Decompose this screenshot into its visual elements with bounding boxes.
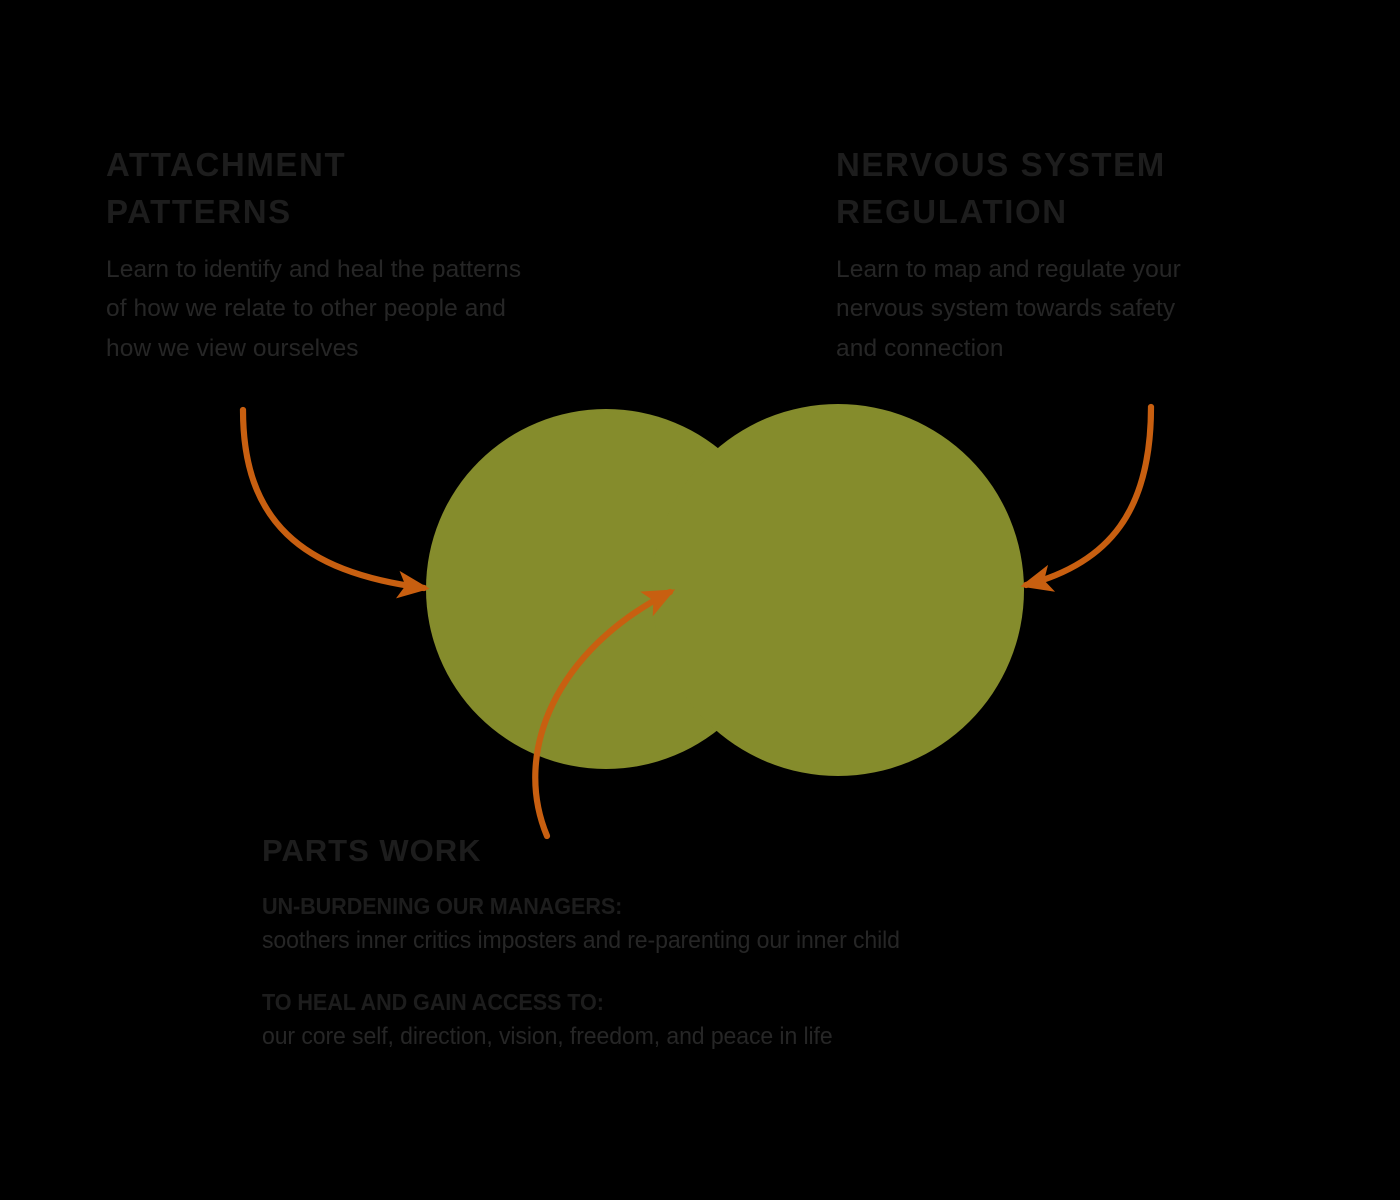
attachment-patterns-block: ATTACHMENT PATTERNS Learn to identify an…	[106, 142, 666, 369]
left-circle	[426, 409, 786, 769]
parts-arrow	[532, 588, 676, 840]
attachment-patterns-body: Learn to identify and heal the patterns …	[106, 255, 522, 363]
unburdening-heading: UN-BURDENING OUR MANAGERS:	[262, 893, 623, 920]
attachment-arrow	[239, 406, 430, 599]
parts-work-group-unburdening: UN-BURDENING OUR MANAGERS: soothers inne…	[262, 892, 1262, 956]
nervous-arrow	[1020, 403, 1155, 592]
nervous-system-regulation-body: Learn to map and regulate your nervous s…	[836, 255, 1181, 363]
attachment-patterns-title: ATTACHMENT PATTERNS	[106, 146, 347, 230]
nervous-system-regulation-block: NERVOUS SYSTEM REGULATION Learn to map a…	[836, 142, 1306, 369]
unburdening-text: soothers inner critics imposters and re-…	[262, 926, 900, 954]
nervous-system-regulation-title: NERVOUS SYSTEM REGULATION	[836, 146, 1166, 230]
heal-access-text: our core self, direction, vision, freedo…	[262, 1022, 833, 1050]
circle-group	[426, 404, 1024, 776]
parts-work-block: PARTS WORK UN-BURDENING OUR MANAGERS: so…	[262, 833, 1262, 1052]
heal-access-heading: TO HEAL AND GAIN ACCESS TO:	[262, 989, 604, 1016]
parts-work-title: PARTS WORK	[262, 833, 482, 868]
right-circle	[652, 404, 1024, 776]
parts-work-group-heal-access: TO HEAL AND GAIN ACCESS TO: our core sel…	[262, 988, 1262, 1052]
